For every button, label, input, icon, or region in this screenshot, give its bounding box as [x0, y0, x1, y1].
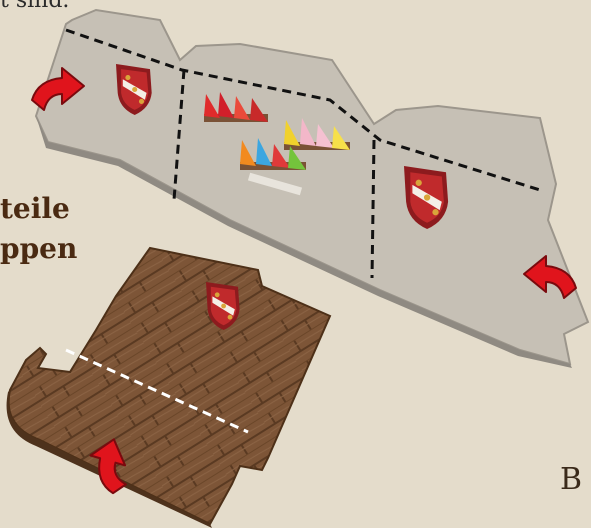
section-label: B — [560, 462, 583, 497]
side-heading-line-1: teile — [0, 192, 70, 225]
side-heading-line-2: ppen — [0, 232, 78, 265]
fold-line-1 — [172, 69, 186, 201]
panel-slot — [247, 172, 303, 196]
header-text-fragment: t sind. — [0, 0, 70, 13]
board-fold-line — [65, 348, 249, 434]
pennants-icon — [204, 92, 350, 170]
fold-line-2 — [370, 139, 376, 279]
fold-line-top — [65, 28, 541, 192]
wooden-board — [7, 246, 332, 526]
